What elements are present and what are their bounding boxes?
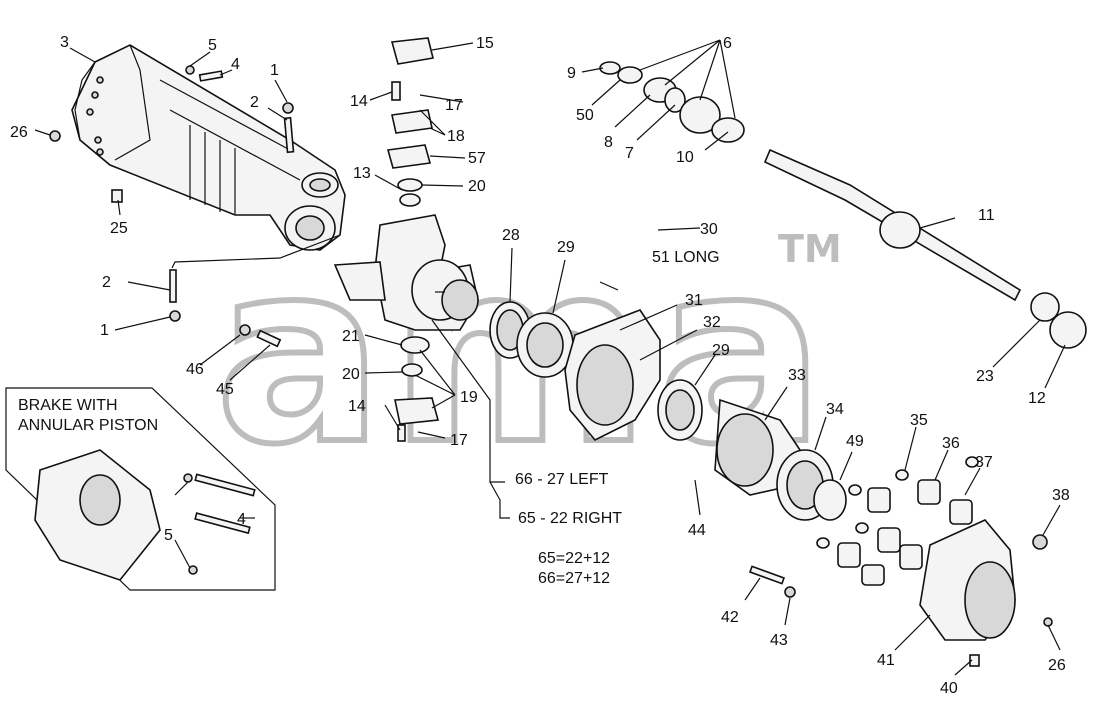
- label-51-long: 51 LONG: [652, 249, 720, 266]
- label-50: 50: [576, 107, 594, 124]
- label-32: 32: [703, 314, 721, 331]
- label-23: 23: [976, 368, 994, 385]
- label-29-top: 29: [557, 239, 575, 256]
- label-29-lower: 29: [712, 342, 730, 359]
- note-formula-1: 65=22+12: [538, 550, 610, 567]
- label-49: 49: [846, 433, 864, 450]
- leader-lines: [34, 39, 1066, 676]
- label-34: 34: [826, 401, 844, 418]
- label-1-lower: 1: [100, 322, 109, 339]
- note-left: 66 - 27 LEFT: [515, 471, 609, 488]
- label-41: 41: [877, 652, 895, 669]
- label-2: 2: [250, 94, 259, 111]
- label-19: 19: [460, 389, 478, 406]
- label-26-left: 26: [10, 124, 28, 141]
- label-12: 12: [1028, 390, 1046, 407]
- label-10: 10: [676, 149, 694, 166]
- label-25: 25: [110, 220, 128, 237]
- label-6: 6: [723, 35, 732, 52]
- label-14-top: 14: [350, 93, 368, 110]
- label-4: 4: [231, 56, 240, 73]
- axle-housing: [71, 44, 346, 251]
- label-17-lower: 17: [450, 432, 468, 449]
- steering-knuckle: [333, 37, 479, 442]
- label-13: 13: [353, 165, 371, 182]
- label-45: 45: [216, 381, 234, 398]
- label-28: 28: [502, 227, 520, 244]
- hub-bearings: [489, 301, 703, 441]
- label-36: 36: [942, 435, 960, 452]
- label-20-top: 20: [468, 178, 486, 195]
- label-42: 42: [721, 609, 739, 626]
- wheel-hub: [919, 519, 1053, 667]
- planetary-set: [714, 398, 979, 598]
- label-9: 9: [567, 65, 576, 82]
- label-17-top: 17: [445, 97, 463, 114]
- label-21: 21: [342, 328, 360, 345]
- label-2-lower: 2: [102, 274, 111, 291]
- label-57: 57: [468, 150, 486, 167]
- label-1: 1: [270, 62, 279, 79]
- label-8: 8: [604, 134, 613, 151]
- label-3: 3: [60, 34, 69, 51]
- label-4-inset: 4: [237, 511, 246, 528]
- label-35: 35: [910, 412, 928, 429]
- label-37: 37: [975, 454, 993, 471]
- label-7: 7: [625, 145, 634, 162]
- label-46: 46: [186, 361, 204, 378]
- label-31: 31: [685, 292, 703, 309]
- reference-notes: 66 - 27 LEFT 65 - 22 RIGHT 65=22+12 66=2…: [515, 471, 622, 587]
- label-15: 15: [476, 35, 494, 52]
- label-18: 18: [447, 128, 465, 145]
- label-26-right: 26: [1048, 657, 1066, 674]
- inset-brake-annular-piston: BRAKE WITH ANNULAR PISTON: [5, 387, 276, 591]
- inset-title-line1: BRAKE WITH: [18, 397, 118, 414]
- label-38: 38: [1052, 487, 1070, 504]
- label-11: 11: [978, 207, 995, 224]
- watermark-trademark: TM: [778, 227, 842, 271]
- part-labels: 3 5 4 1 2 26 25 2 1 46 45 15 14 17 18 57…: [10, 34, 1070, 697]
- inset-title-line2: ANNULAR PISTON: [18, 417, 158, 434]
- label-20-lower: 20: [342, 366, 360, 383]
- label-43: 43: [770, 632, 788, 649]
- label-14-lower: 14: [348, 398, 366, 415]
- note-formula-2: 66=27+12: [538, 570, 610, 587]
- label-33: 33: [788, 367, 806, 384]
- note-right: 65 - 22 RIGHT: [518, 510, 622, 527]
- label-5: 5: [208, 37, 217, 54]
- label-30: 30: [700, 221, 718, 238]
- label-5-inset: 5: [164, 527, 173, 544]
- planet-gears: [816, 456, 979, 586]
- label-44: 44: [688, 522, 706, 539]
- label-40: 40: [940, 680, 958, 697]
- bolts-left: [49, 65, 295, 348]
